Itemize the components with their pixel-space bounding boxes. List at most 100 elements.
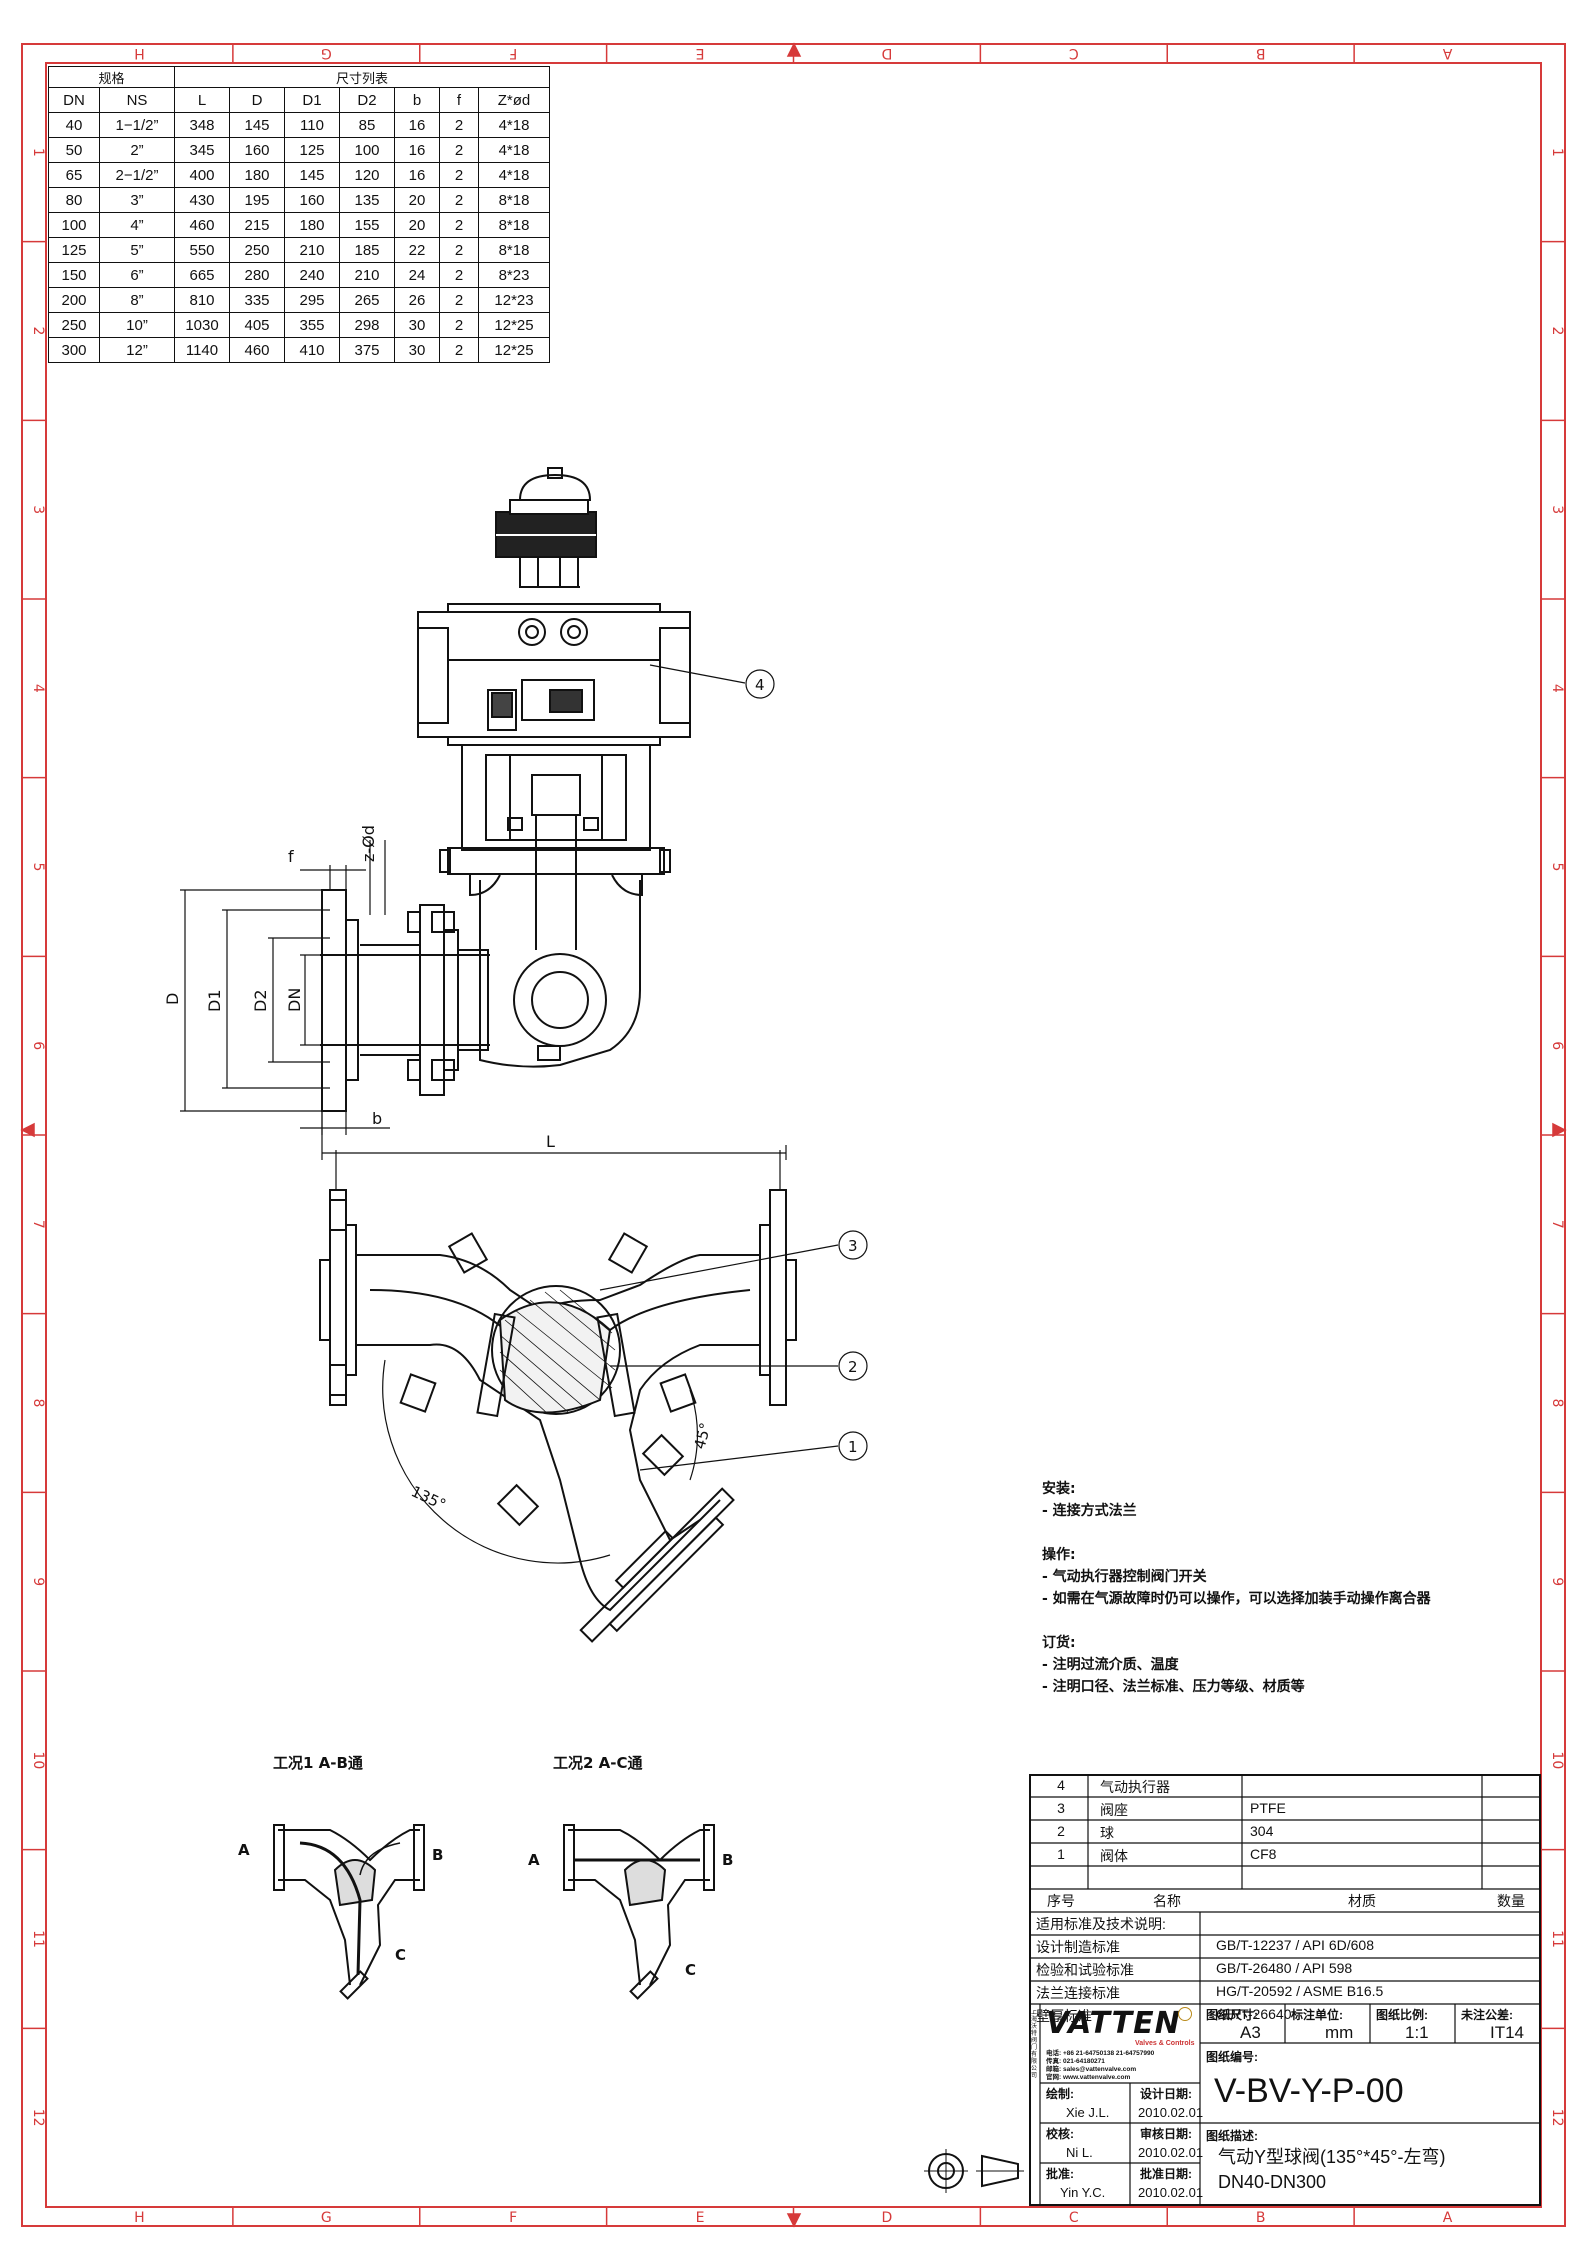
table-cell: 8*18 [478, 237, 550, 263]
contact-web: 官网: www.vattenvalve.com [1046, 2074, 1131, 2081]
standard-label: 检验和试验标准 [1036, 1962, 1134, 1978]
column-header: D1 [284, 87, 340, 113]
table-cell: 120 [339, 162, 395, 188]
table-cell: 4*18 [478, 137, 550, 163]
row-label: 8 [30, 1399, 46, 1408]
dimension-labels: f z-Ød D D1 D2 DN b L 4 [163, 676, 765, 1151]
order-item-1: - 注明过流介质、温度 [1042, 1657, 1179, 1673]
table-cell: 8*18 [478, 212, 550, 238]
col-label: D [882, 2210, 893, 2226]
install-item: - 连接方式法兰 [1042, 1503, 1137, 1519]
table-cell: 210 [284, 237, 340, 263]
table-cell: 125 [284, 137, 340, 163]
table-cell: 460 [229, 337, 285, 363]
size-label: 图纸尺寸: [1206, 2008, 1258, 2022]
table-cell: 135 [339, 187, 395, 213]
scale-label: 图纸比例: [1376, 2008, 1428, 2022]
bom-no: 1 [1057, 1846, 1065, 1862]
table-cell: 145 [284, 162, 340, 188]
col-label: B [1256, 2210, 1266, 2226]
table-cell: 345 [174, 137, 230, 163]
table-cell: 1−1/2” [99, 112, 175, 138]
table-cell: 8” [99, 287, 175, 313]
table-cell: 3” [99, 187, 175, 213]
table-cell: 405 [229, 312, 285, 338]
table-cell: 2” [99, 137, 175, 163]
table-cell: 335 [229, 287, 285, 313]
row-label: 3 [30, 505, 46, 514]
cond1-c: C [395, 1946, 406, 1964]
table-cell: 20 [394, 187, 440, 213]
col-label: H [134, 2210, 145, 2226]
balloon-4-label: 4 [755, 676, 765, 694]
row-label: 9 [30, 1577, 46, 1586]
row-label: 11 [30, 1930, 46, 1948]
table-cell: 810 [174, 287, 230, 313]
table-cell: 348 [174, 112, 230, 138]
table-cell: 195 [229, 187, 285, 213]
drawing-number: V-BV-Y-P-00 [1214, 2072, 1404, 2110]
unit: mm [1325, 2023, 1354, 2042]
header-spec: 规格 [48, 66, 175, 88]
check-label: 校核: [1046, 2127, 1074, 2141]
col-label: A [1443, 2210, 1453, 2226]
logo-mark-icon [1178, 2007, 1192, 2021]
row-label: 7 [30, 1220, 46, 1229]
row-label: 12 [1549, 2109, 1565, 2127]
row-label: 4 [1549, 684, 1565, 693]
table-cell: 16 [394, 137, 440, 163]
drawn-label: 绘制: [1046, 2087, 1074, 2101]
design-date: 2010.02.01 [1138, 2105, 1204, 2120]
table-cell: 2 [439, 212, 479, 238]
table-cell: 400 [174, 162, 230, 188]
check-by: Ni L. [1066, 2145, 1093, 2160]
table-cell: 12” [99, 337, 175, 363]
cond2-a: A [528, 1851, 540, 1869]
col-label: H [134, 45, 145, 61]
install-title: 安装: [1042, 1481, 1076, 1497]
tolerance: IT14 [1490, 2023, 1525, 2042]
dim-zd: z-Ød [359, 825, 378, 862]
row-label: 10 [1549, 1751, 1565, 1769]
bom-header-name: 名称 [1153, 1893, 1181, 1909]
balloon-1-label: 1 [848, 1438, 858, 1456]
table-cell: 298 [339, 312, 395, 338]
row-label: 9 [1549, 1577, 1565, 1586]
table-cell: 460 [174, 212, 230, 238]
tolerance-label: 未注公差: [1461, 2008, 1513, 2022]
table-cell: 4*18 [478, 112, 550, 138]
col-label: E [696, 45, 705, 61]
table-cell: 2 [439, 337, 479, 363]
table-cell: 22 [394, 237, 440, 263]
table-cell: 10” [99, 312, 175, 338]
projection-symbol [924, 2149, 1024, 2193]
table-cell: 2 [439, 137, 479, 163]
bom-name: 球 [1100, 1825, 1114, 1841]
row-label: 12 [30, 2109, 46, 2127]
column-header: L [174, 87, 230, 113]
op-item-2: - 如需在气源故障时仍可以操作，可以选择加装手动操作离合器 [1042, 1591, 1431, 1607]
column-header: Z*ød [478, 87, 550, 113]
table-cell: 100 [339, 137, 395, 163]
col-label: G [321, 2210, 332, 2226]
row-label: 8 [1549, 1399, 1565, 1408]
column-header: f [439, 87, 479, 113]
table-cell: 16 [394, 162, 440, 188]
row-label: 3 [1549, 505, 1565, 514]
table-cell: 24 [394, 262, 440, 288]
cond1-b: B [432, 1846, 443, 1864]
bom-material: CF8 [1250, 1846, 1277, 1862]
table-cell: 26 [394, 287, 440, 313]
table-cell: 155 [339, 212, 395, 238]
bom-header-no: 序号 [1047, 1893, 1075, 1909]
table-cell: 125 [48, 237, 100, 263]
table-cell: 12*25 [478, 312, 550, 338]
row-label: 5 [30, 863, 46, 872]
company-side-text: 上海沃特阀门有限公司 [1031, 2010, 1038, 2079]
